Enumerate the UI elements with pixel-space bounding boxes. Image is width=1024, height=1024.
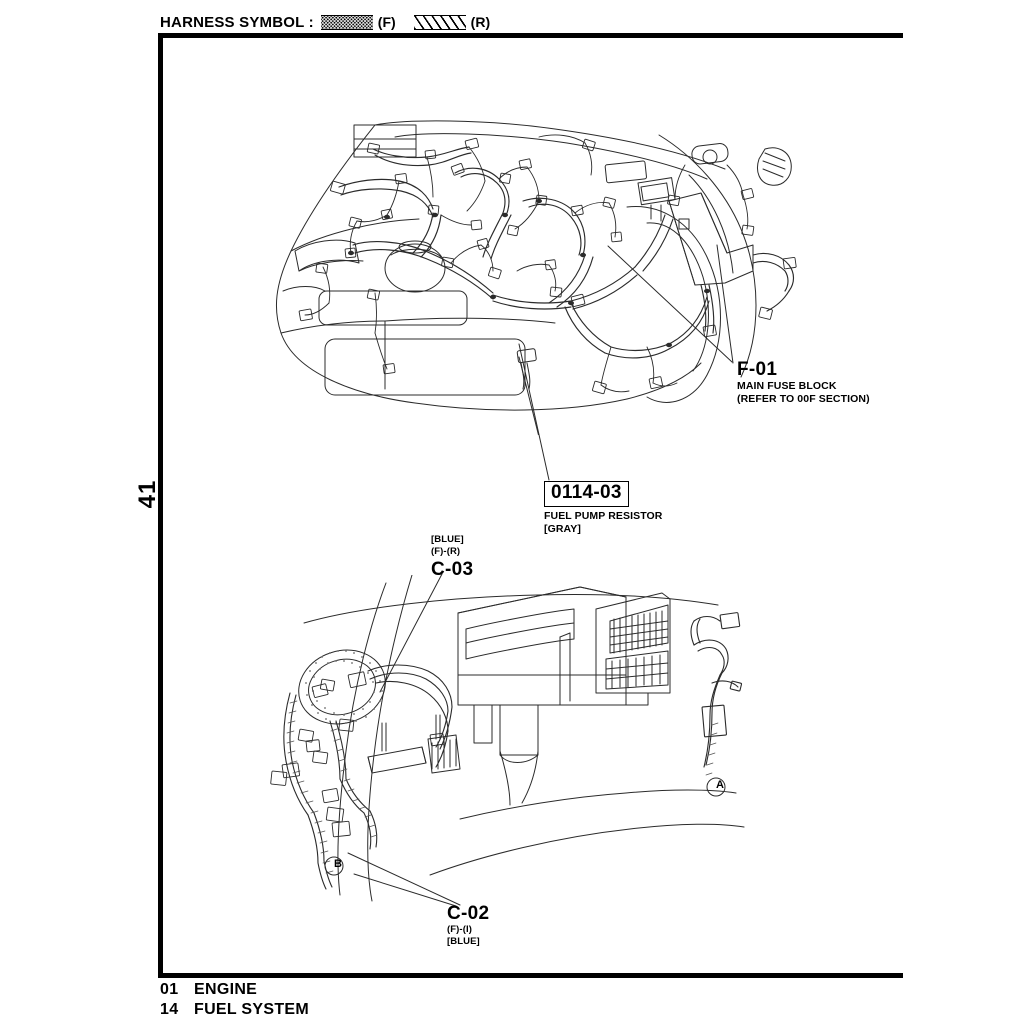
footer-subsection-number: 14 [160, 1001, 179, 1018]
callout-fuel-pump-resistor-code-wrap: 0114-03 [544, 481, 663, 507]
frame-left-border [158, 33, 163, 978]
footer-section-number: 01 [160, 981, 179, 998]
headlamp-housing [282, 239, 360, 292]
footer-section-text: ENGINE [194, 981, 258, 998]
footer-row-section: 01 ENGINE [160, 980, 309, 1000]
harness-symbol-legend: HARNESS SYMBOL : (F) (R) [160, 11, 508, 33]
pedal-assembly [367, 714, 461, 774]
main-fuse-block [668, 192, 754, 286]
callout-f01-reference: (REFER TO 00F SECTION) [737, 393, 870, 406]
leader-line-fuel-pump-resistor [518, 356, 540, 435]
leader-line-fuel-pump-resistor-extension [518, 343, 550, 481]
marker-b-label: B [334, 858, 342, 870]
harness-loop-stipple [305, 650, 383, 724]
page-number: 41 [134, 479, 161, 509]
leader-line-c02 [347, 852, 461, 906]
dash-harness-connectors [270, 671, 445, 838]
marker-a-icon [706, 777, 726, 797]
harness-connectors [298, 137, 797, 395]
fluid-reservoirs [384, 240, 446, 293]
callout-c02-code: C-02 [447, 903, 490, 924]
wiring-harness-main [338, 146, 795, 359]
callout-c02-color: [BLUE] [447, 936, 480, 948]
frame-top-border [158, 33, 903, 38]
battery-box [353, 124, 417, 158]
interior-panel-outline [303, 575, 745, 902]
footer: 01 ENGINE 14 FUEL SYSTEM [160, 980, 309, 1020]
engine-compartment-illustration [255, 95, 915, 435]
frame-bottom-border [158, 973, 903, 978]
footer-row-subsection: 14 FUEL SYSTEM [160, 1000, 309, 1020]
front-bumper-grille [298, 260, 526, 396]
harness-swatch-front-icon [320, 14, 373, 30]
instrument-panel-harness [283, 664, 453, 890]
vehicle-body-outline [275, 120, 726, 411]
callout-f01-code: F-01 [737, 359, 778, 380]
callout-fuel-pump-resistor: 0114-03 FUEL PUMP RESISTOR [GRAY] [544, 481, 663, 537]
callout-fuel-pump-resistor-color: [GRAY] [544, 523, 581, 536]
harness-symbol-label: HARNESS SYMBOL : [160, 13, 314, 31]
callout-fuel-pump-resistor-code: 0114-03 [544, 481, 629, 507]
harness-tag-front: (F) [377, 14, 396, 30]
right-harness-branch [690, 612, 743, 768]
leader-line-f01-extension [607, 245, 733, 363]
blower-filter-unit [595, 592, 671, 706]
callout-c02-route: (F)-(I) [447, 923, 472, 935]
harness-swatch-rear-icon [413, 14, 466, 30]
callout-c03-color: [BLUE] [431, 534, 464, 545]
harness-tag-rear: (R) [470, 14, 491, 30]
callout-c02: C-02 (F)-(I) [BLUE] [447, 904, 489, 949]
right-harness-hatching [705, 722, 719, 776]
leader-line-f01 [716, 244, 734, 364]
leader-line-c02-extension [353, 873, 457, 907]
marker-a-label: A [716, 779, 724, 791]
footer-subsection-text: FUEL SYSTEM [194, 1001, 310, 1018]
callout-fuel-pump-resistor-name: FUEL PUMP RESISTOR [544, 509, 663, 522]
dashboard-illustration [270, 575, 770, 915]
harness-clamps [348, 198, 710, 348]
harness-sheath-hatching [286, 700, 378, 874]
leader-line-c03 [379, 573, 443, 693]
hvac-unit [457, 586, 627, 763]
relay-blocks [604, 143, 792, 222]
callout-f01-name: MAIN FUSE BLOCK [737, 379, 837, 392]
callout-c03-route: (F)-(R) [431, 546, 461, 558]
marker-b-icon [324, 856, 344, 876]
callout-f01: F-01 MAIN FUSE BLOCK (REFER TO 00F SECTI… [737, 360, 870, 407]
